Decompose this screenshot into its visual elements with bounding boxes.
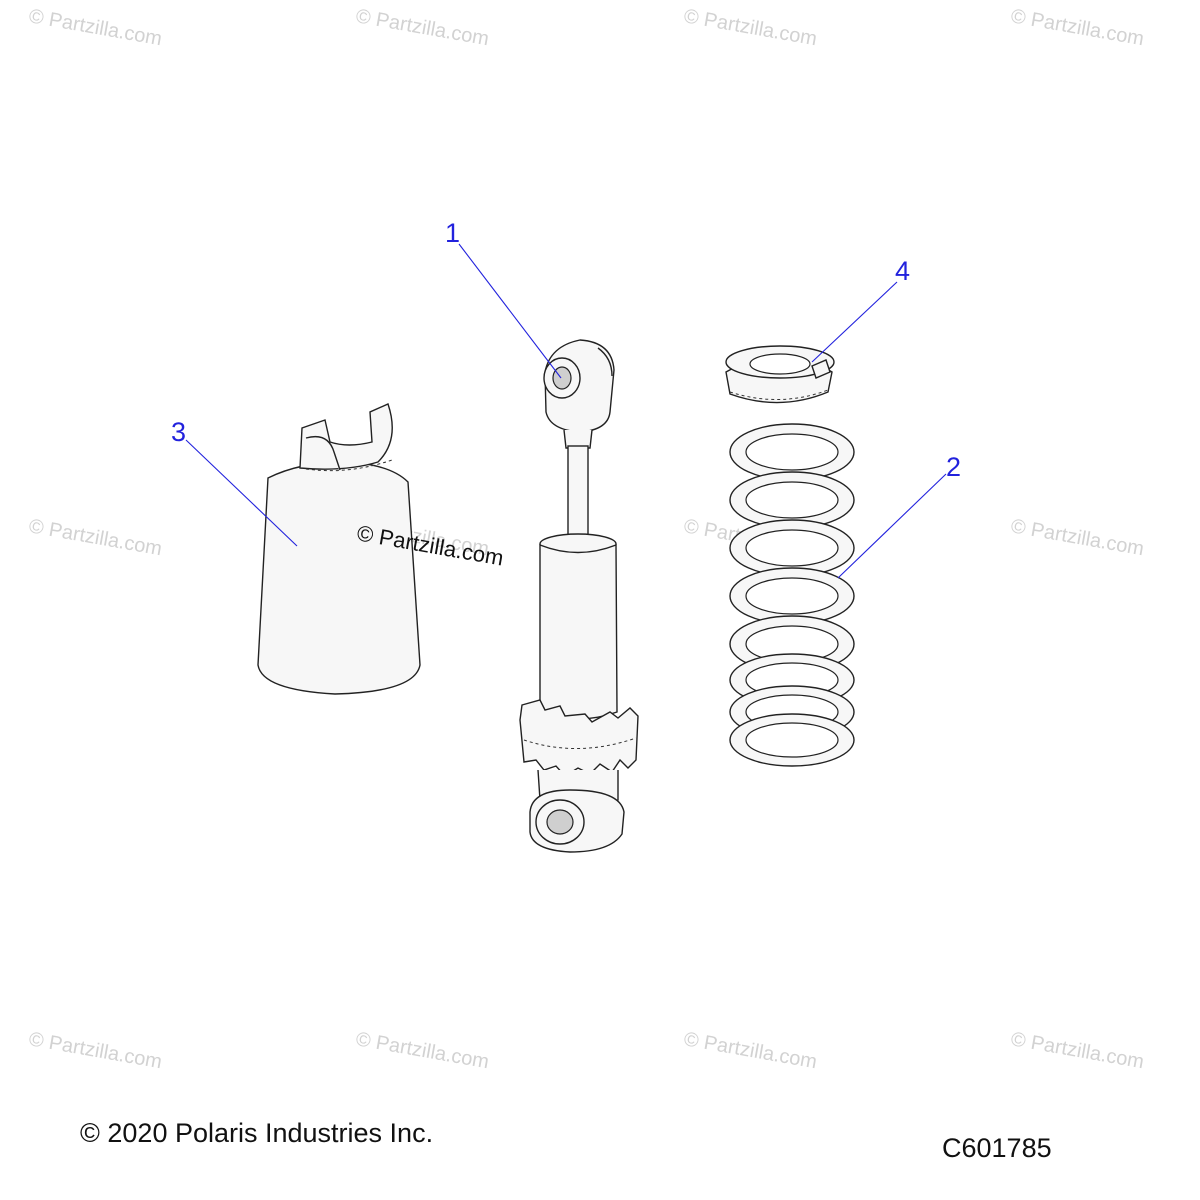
diagram-id: C601785: [942, 1133, 1052, 1163]
watermark-tile: © Partzilla.com: [682, 5, 819, 50]
leader-line-4: [811, 281, 898, 363]
watermark-tile: © Partzilla.com: [354, 5, 491, 50]
coil-spring: [729, 423, 855, 767]
watermark-tile: © Partzilla.com: [354, 1028, 491, 1073]
watermark-tile: © Partzilla.com: [1009, 515, 1146, 560]
leader-line-2: [837, 473, 947, 579]
watermark-tile: © Partzilla.com: [1009, 5, 1146, 50]
callout-number-2: 2: [946, 452, 961, 482]
watermark-tile: © Partzilla.com: [1009, 1028, 1146, 1073]
callout-number-4: 4: [895, 256, 910, 286]
shock-absorber: [519, 339, 639, 853]
shock-boot: [257, 403, 421, 695]
leader-line-1: [458, 243, 562, 379]
watermark-tile: © Partzilla.com: [682, 1028, 819, 1073]
watermark-tile: © Partzilla.com: [27, 1028, 164, 1073]
copyright-text: © 2020 Polaris Industries Inc.: [80, 1118, 434, 1148]
watermark-tile: © Partzilla.com: [27, 515, 164, 560]
leader-line-3: [185, 439, 298, 547]
callout-number-1: 1: [445, 218, 460, 248]
spring-retainer: [725, 345, 835, 404]
callout-number-3: 3: [171, 417, 186, 447]
watermark-tile: © Partzilla.com: [27, 5, 164, 50]
